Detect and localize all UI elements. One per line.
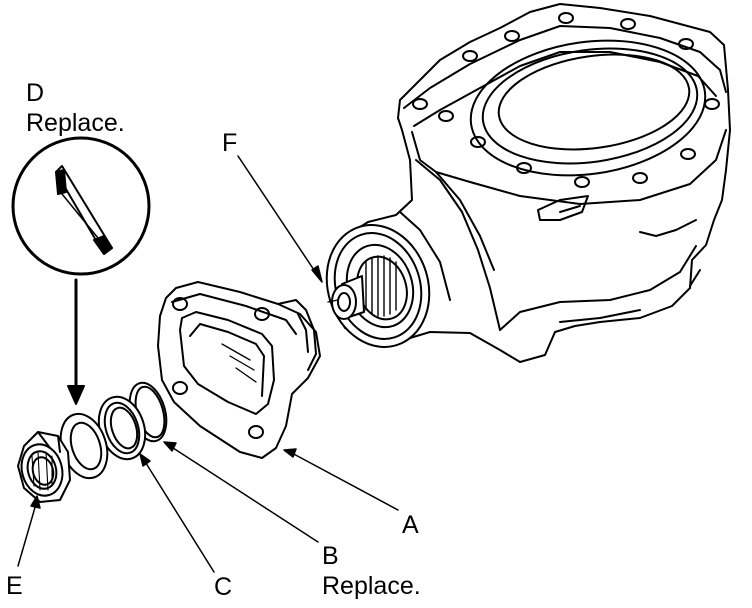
transfer-housing [325,3,731,363]
callout-d: D [26,79,45,107]
callout-b: B [322,542,339,570]
callout-e: E [6,572,23,600]
callout-c: C [214,573,233,601]
leader-lines [17,155,399,573]
detail-magnifier-circle [11,136,151,405]
nut-e [17,431,71,503]
callout-a: A [402,511,419,539]
callout-d-note: Replace. [26,109,125,137]
callout-f: F [222,129,238,157]
output-shaft [327,275,365,320]
cover-a [157,281,321,459]
callout-b-note: Replace. [322,572,421,600]
